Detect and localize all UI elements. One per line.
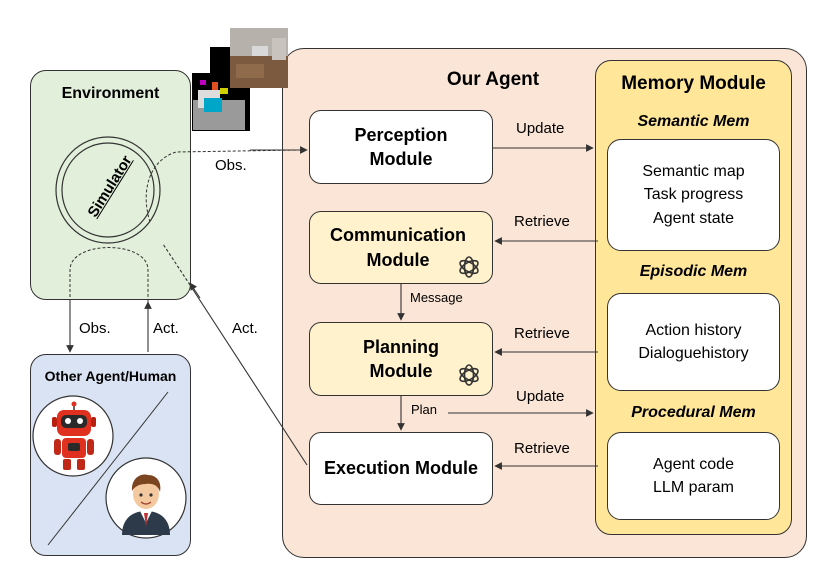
- perception-module-line2: Module: [369, 149, 433, 169]
- act-label-diagonal: Act.: [232, 320, 258, 337]
- procedural-mem-box: Agent code LLM param: [607, 432, 780, 520]
- execution-module-box: Execution Module: [309, 432, 493, 505]
- plan-label: Plan: [411, 402, 438, 417]
- procedural-mem-item: LLM param: [653, 479, 734, 496]
- our-agent-title: Our Agent: [446, 69, 540, 90]
- environment-panel: Environment: [30, 70, 191, 300]
- memory-module-title: Memory Module: [621, 73, 766, 94]
- environment-title: Environment: [61, 85, 160, 102]
- episodic-mem-item: Action history: [645, 321, 742, 339]
- procedural-mem-label: Procedural Mem: [631, 404, 756, 421]
- planning-module-box: Planning Module: [309, 322, 493, 396]
- obs-label-left: Obs.: [79, 320, 111, 337]
- openai-logo-icon: [459, 256, 479, 278]
- semantic-mem-item: Semantic map: [642, 163, 745, 181]
- simulator-render-images: [192, 28, 288, 131]
- execution-module-label: Execution Module: [323, 458, 478, 479]
- planning-module-line1: Planning: [363, 336, 439, 357]
- episodic-mem-item: Dialoguehistory: [638, 345, 749, 362]
- semantic-mem-item: Task progress: [643, 186, 744, 204]
- planning-module-line2: Module: [369, 361, 433, 381]
- communication-module-line2: Module: [366, 249, 430, 270]
- semantic-mem-item: Agent state: [653, 209, 734, 227]
- communication-module-line1: Communication: [329, 225, 466, 246]
- semantic-mem-box: Semantic map Task progress Agent state: [607, 139, 780, 251]
- act-label-left: Act.: [153, 320, 179, 337]
- perception-module-box: Perception Module: [309, 110, 493, 184]
- update-label-top: Update: [516, 120, 565, 137]
- procedural-mem-item: Agent code: [653, 455, 734, 473]
- update-label-bottom: Update: [516, 388, 565, 405]
- retrieve-label-planning: Retrieve: [514, 325, 570, 342]
- other-agent-title: Other Agent/Human: [44, 368, 177, 384]
- obs-label-top: Obs.: [215, 157, 247, 174]
- episodic-mem-label: Episodic Mem: [639, 263, 748, 280]
- message-label: Message: [410, 290, 463, 305]
- retrieve-label-communication: Retrieve: [514, 213, 570, 230]
- semantic-mem-label: Semantic Mem: [637, 113, 750, 130]
- episodic-mem-box: Action history Dialoguehistory: [607, 293, 780, 391]
- retrieve-label-execution: Retrieve: [514, 440, 570, 457]
- human-avatar-icon: [122, 474, 170, 535]
- communication-module-box: Communication Module: [309, 211, 493, 284]
- robot-icon: [52, 401, 96, 470]
- openai-logo-icon: [459, 364, 479, 386]
- perception-module-line1: Perception: [354, 124, 448, 145]
